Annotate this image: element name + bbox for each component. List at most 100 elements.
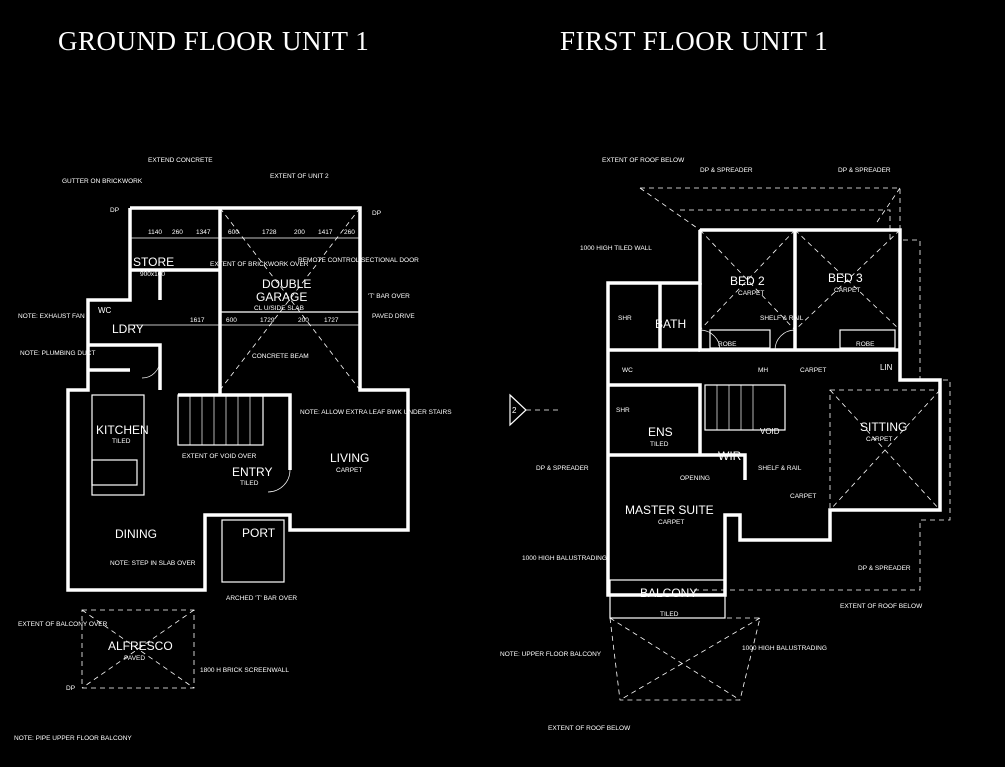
note-tbar: 'T' BAR OVER [368, 293, 410, 300]
room-living: LIVING [330, 451, 369, 465]
room-master-suite: MASTER SUITE [625, 503, 714, 517]
roof-below-lower [609, 617, 761, 701]
bed3-sub: CARPET [834, 287, 860, 294]
label-carpet-1: CARPET [800, 367, 826, 374]
first-floor-plan: BED 2 CARPET BED 3 CARPET BATH ENS TILED… [500, 157, 951, 732]
room-garage-1: DOUBLE [262, 277, 311, 291]
porch-outline [221, 519, 285, 583]
dp-label-3: DP [66, 685, 75, 692]
note-brickwork: EXTENT OF BRICKWORK OVER [210, 261, 309, 268]
dp-label-2: DP [372, 210, 381, 217]
note-remote: REMOTE CONTROL SECTIONAL DOOR [298, 257, 419, 264]
alfresco-sub: PAVED [124, 655, 145, 662]
garage-sub: CL U/SIDE SLAB [254, 305, 304, 312]
label-wc-upper: WC [622, 367, 633, 374]
note-paved-drive: PAVED DRIVE [372, 313, 415, 320]
room-linen: LIN [880, 363, 893, 372]
kitchen-sub: TILED [112, 438, 131, 445]
robe-bed3 [839, 329, 896, 349]
note-extent-unit: EXTENT OF UNIT 2 [270, 173, 329, 180]
label-robe-1: ROBE [718, 341, 737, 348]
ground-outer-wall-west [66, 208, 370, 592]
svg-text:2: 2 [512, 406, 517, 415]
note-roof-below-1: EXTENT OF ROOF BELOW [602, 157, 685, 164]
room-bath: BATH [655, 317, 686, 331]
room-wir: WIR [718, 449, 742, 463]
roof-inner [680, 209, 891, 240]
note-roof-below-3: EXTENT OF ROOF BELOW [840, 603, 923, 610]
note-exhaust: NOTE: EXHAUST FAN [18, 313, 85, 320]
note-beam: CONCRETE BEAM [252, 353, 309, 360]
room-sitting: SITTING [860, 420, 907, 434]
room-porch: PORT [242, 526, 276, 540]
dp-label-1: DP [110, 207, 119, 214]
kitchen-bench [91, 394, 145, 496]
dim-1: 1140 [148, 229, 162, 236]
dim-7: 1417 [318, 229, 333, 236]
note-shelf-2: SHELF & RAIL [760, 315, 804, 322]
room-entry: ENTRY [232, 465, 272, 479]
kitchen-island [91, 459, 138, 486]
ground-floor-plan: 1140 260 1347 600 1728 200 1417 260 1617… [14, 157, 452, 742]
bed2-door-swing [699, 329, 721, 351]
note-balustrading-2: 1000 HIGH BALUSTRADING [742, 645, 827, 652]
first-floor-title: FIRST FLOOR UNIT 1 [560, 26, 829, 56]
note-pipe: NOTE: PIPE UPPER FLOOR BALCONY [14, 735, 132, 742]
living-sub: CARPET [336, 467, 362, 474]
note-plumbing: NOTE: PLUMBING DUCT [20, 350, 96, 357]
note-balustrading-1: 1000 HIGH BALUSTRADING [522, 555, 607, 562]
room-bed3: BED 3 [828, 271, 863, 285]
ensuite-sub: TILED [650, 441, 669, 448]
dim-4: 600 [228, 229, 239, 236]
room-ensuite: ENS [648, 425, 673, 439]
room-garage-2: GARAGE [256, 290, 307, 304]
dim-8: 260 [344, 229, 355, 236]
note-extend-concrete: EXTEND CONCRETE [148, 157, 213, 164]
stair-void [704, 384, 786, 431]
note-dp-spreader-2: DP & SPREADER [838, 167, 891, 174]
store-sub: 900x100 [140, 271, 165, 278]
ensuite-wall [608, 383, 702, 455]
entry-door-swing [267, 469, 291, 493]
note-allow-leaf: NOTE: ALLOW EXTRA LEAF BWK UNDER STAIRS [300, 409, 452, 416]
robe-bed2 [709, 329, 771, 349]
note-dp-spreader-1: DP & SPREADER [700, 167, 753, 174]
stair-treads [189, 395, 251, 445]
note-arched: ARCHED 'T' BAR OVER [226, 595, 297, 602]
note-roof-below-2: EXTENT OF ROOF BELOW [548, 725, 631, 732]
dim-mid-2: 600 [226, 317, 237, 324]
room-laundry: LDRY [112, 322, 144, 336]
dim-mid-3: 1729 [260, 317, 275, 324]
room-dining: DINING [115, 527, 157, 541]
wir-wall [608, 453, 747, 480]
entry-sub: TILED [240, 480, 259, 487]
bed2-sub: CARPET [738, 290, 764, 297]
master-sub: CARPET [658, 519, 684, 526]
room-bed2: BED 2 [730, 274, 765, 288]
ground-floor-title: GROUND FLOOR UNIT 1 [58, 26, 370, 56]
dim-2: 260 [172, 229, 183, 236]
label-carpet-2: CARPET [790, 493, 816, 500]
label-shr-1: SHR [616, 407, 630, 414]
dim-5: 1728 [262, 229, 277, 236]
bed3-door-swing [774, 329, 796, 351]
room-store: STORE [133, 255, 174, 269]
dim-mid-4: 200 [298, 317, 309, 324]
laundry-door-swing [141, 359, 161, 379]
note-opening: OPENING [680, 475, 710, 482]
dim-mid-1: 1617 [190, 317, 205, 324]
section-marker: 2 [509, 393, 560, 427]
sitting-sub: CARPET [866, 436, 892, 443]
note-dp-spreader-4: DP & SPREADER [536, 465, 589, 472]
note-void-over: EXTENT OF VOID OVER [182, 453, 257, 460]
room-alfresco: ALFRESCO [108, 639, 173, 653]
dim-mid-5: 1727 [324, 317, 339, 324]
balcony-sub: TILED [660, 611, 679, 618]
note-screenwall: 1800 H BRICK SCREENWALL [200, 667, 289, 674]
note-upper-balcony: NOTE: UPPER FLOOR BALCONY [500, 651, 602, 658]
note-balcony-over: EXTENT OF BALCONY OVER [18, 621, 108, 628]
upper-stair-treads [716, 385, 754, 430]
room-kitchen: KITCHEN [96, 423, 149, 437]
note-shelf-1: SHELF & RAIL [758, 465, 802, 472]
